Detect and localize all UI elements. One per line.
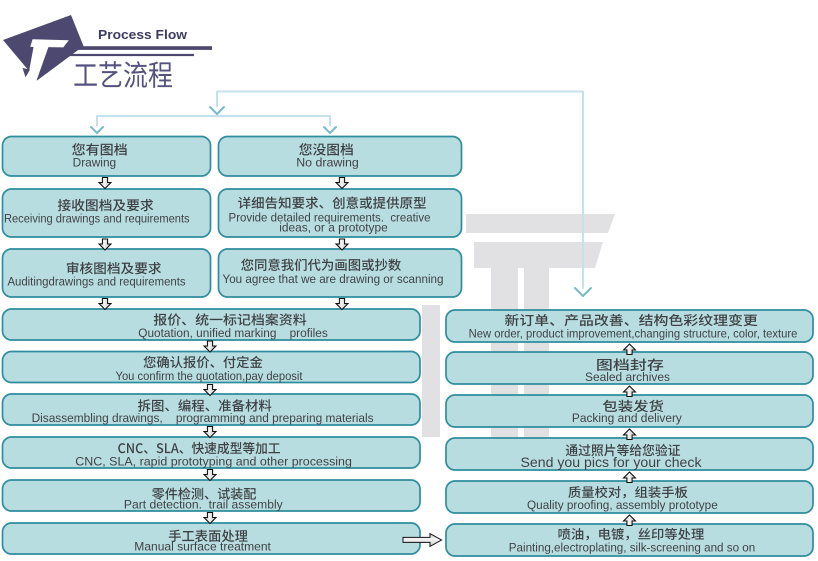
svg-text:Painting,electroplating, silk-: Painting,electroplating, silk-screening … [509, 540, 756, 554]
svg-text:Drawing: Drawing [73, 156, 117, 170]
svg-text:Auditingdrawings and requireme: Auditingdrawings and requirements [7, 274, 185, 288]
svg-text:New order, product improvement: New order, product improvement,changing … [469, 328, 798, 341]
svg-text:Manual surface treatment: Manual surface treatment [134, 540, 271, 554]
svg-text:Process Flow: Process Flow [98, 27, 188, 42]
svg-text:Disassembling drawings, pro: Disassembling drawings, programming and … [32, 411, 374, 425]
svg-text:ideas, or a prototype: ideas, or a prototype [279, 221, 388, 235]
svg-text:Receiving drawings and require: Receiving drawings and requirements [4, 212, 190, 226]
svg-text:Sealed archives: Sealed archives [585, 370, 670, 384]
svg-text:You confirm the quotation,pay: You confirm the quotation,pay deposit [116, 369, 303, 383]
svg-text:No drawing: No drawing [296, 156, 359, 170]
svg-text:Packing and delivery: Packing and delivery [572, 411, 683, 425]
svg-text:You agree that we are drawing: You agree that we are drawing or scannin… [223, 272, 444, 286]
svg-text:CNC, SLA, rapid prototyping an: CNC, SLA, rapid prototyping and other pr… [75, 454, 352, 468]
svg-text:Part detection. trail assembl: Part detection. trail assembly [124, 497, 284, 511]
svg-text:Provide detailed requirements.: Provide detailed requirements. creative [229, 210, 431, 224]
svg-text:Quotation, unified marking: Quotation, unified marking profiles [138, 326, 328, 340]
svg-text:Quality proofing, assembly pro: Quality proofing, assembly prototype [527, 498, 718, 512]
svg-text:Send you pics for your check: Send you pics for your check [521, 455, 702, 470]
